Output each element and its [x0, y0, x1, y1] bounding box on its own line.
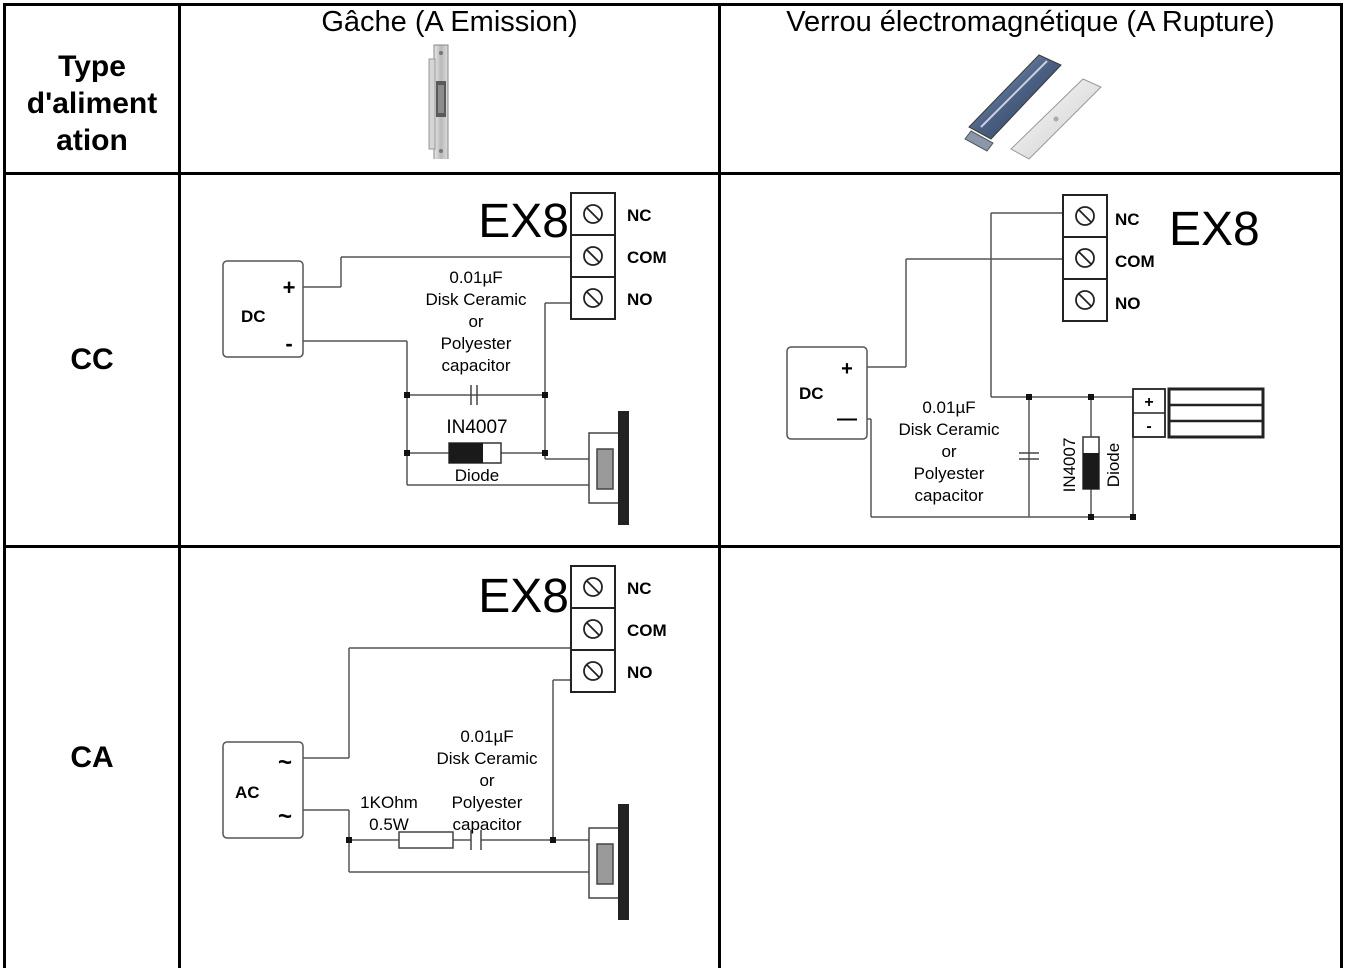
strike-ac-terminal-com: COM [627, 621, 667, 640]
strike-ac-source-label: AC [235, 783, 260, 802]
type-label-line-2: d'aliment [6, 85, 178, 122]
maglock-dc-cap-line-2: Disk Ceramic [898, 420, 1000, 439]
strike-ac-cap-line-1: 0.01µF [460, 727, 513, 746]
strike-ac-cap-line-3: or [479, 771, 494, 790]
strike-dc-cap-line-1: 0.01µF [449, 268, 502, 287]
maglock-dc-controller-label: EX8 [1169, 203, 1260, 256]
maglock-dc-terminal-no: NO [1115, 294, 1141, 313]
maglock-dc-cap-line-4: Polyester [914, 464, 985, 483]
strike-dc-cell: EX8 NC COM NO DC + - 0.01µF Disk Ceramic… [180, 174, 720, 547]
strike-ac-resistor-line-1: 1KOhm [360, 793, 418, 812]
strike-ac-cell: EX8 NC COM NO AC ~ ~ 0.01µF Disk Ceramic… [180, 547, 720, 968]
strike-dc-diode-label: Diode [455, 466, 499, 485]
strike-ac-terminal-no: NO [627, 663, 653, 682]
maglock-dc-diode-label: Diode [1104, 443, 1123, 487]
strike-dc-terminal-no: NO [627, 290, 653, 309]
header-type-cell: Type d'aliment ation [5, 5, 180, 174]
strike-ac-cap-line-4: Polyester [452, 793, 523, 812]
strike-dc-diode-part: IN4007 [446, 417, 507, 438]
strike-column-title: Gâche (A Emission) [181, 6, 718, 39]
row-dc-label: CC [70, 343, 113, 376]
maglock-dc-source-label: DC [799, 384, 824, 403]
maglock-dc-lock-plus: + [1144, 394, 1153, 411]
type-label-line-1: Type [6, 48, 178, 85]
maglock-dc-diagram: EX8 NC COM NO DC + — + - 0.01µF Disk Cer… [721, 175, 1343, 545]
maglock-dc-lock-minus: - [1146, 418, 1151, 435]
maglock-ac-empty-cell [720, 547, 1342, 968]
maglock-dc-cap-line-1: 0.01µF [922, 398, 975, 417]
electric-strike-image [181, 39, 721, 159]
electromagnetic-lock-image [721, 39, 1343, 161]
maglock-dc-terminal-com: COM [1115, 252, 1155, 271]
strike-dc-cap-line-4: Polyester [441, 334, 512, 353]
strike-dc-minus: - [285, 331, 292, 356]
wiring-table: Type d'aliment ation Gâche (A Emission) [3, 3, 1343, 968]
strike-ac-cap-line-5: capacitor [453, 815, 522, 834]
strike-ac-terminal-nc: NC [627, 579, 652, 598]
maglock-dc-diode-part: IN4007 [1060, 438, 1079, 493]
maglock-dc-cap-line-5: capacitor [915, 486, 984, 505]
strike-ac-controller-label: EX8 [478, 570, 569, 623]
strike-ac-tilde-bottom: ~ [278, 803, 292, 830]
maglock-column-title: Verrou électromagnétique (A Rupture) [721, 6, 1340, 39]
maglock-dc-plus: + [841, 358, 853, 380]
row-dc-label-cell: CC [5, 174, 180, 547]
header-maglock-cell: Verrou électromagnétique (A Rupture) [720, 5, 1342, 174]
header-strike-cell: Gâche (A Emission) [180, 5, 720, 174]
row-ac-label: CA [70, 741, 113, 774]
strike-ac-cap-line-2: Disk Ceramic [436, 749, 538, 768]
maglock-dc-cell: EX8 NC COM NO DC + — + - 0.01µF Disk Cer… [720, 174, 1342, 547]
maglock-dc-cap-line-3: or [941, 442, 956, 461]
strike-dc-cap-line-3: or [468, 312, 483, 331]
strike-dc-cap-line-2: Disk Ceramic [425, 290, 527, 309]
strike-dc-controller-label: EX8 [478, 195, 569, 248]
strike-dc-terminal-com: COM [627, 248, 667, 267]
row-ac-label-cell: CA [5, 547, 180, 968]
maglock-dc-minus: — [837, 408, 857, 430]
maglock-dc-terminal-nc: NC [1115, 210, 1140, 229]
strike-ac-tilde-top: ~ [278, 749, 292, 776]
type-label-line-3: ation [6, 122, 178, 159]
strike-ac-resistor-line-2: 0.5W [369, 815, 409, 834]
strike-dc-plus: + [283, 275, 296, 300]
strike-dc-cap-line-5: capacitor [442, 356, 511, 375]
strike-ac-diagram: EX8 NC COM NO AC ~ ~ 0.01µF Disk Ceramic… [181, 548, 721, 968]
strike-dc-diagram: EX8 NC COM NO DC + - 0.01µF Disk Ceramic… [181, 175, 721, 545]
strike-dc-source-label: DC [241, 307, 266, 326]
strike-dc-terminal-nc: NC [627, 206, 652, 225]
